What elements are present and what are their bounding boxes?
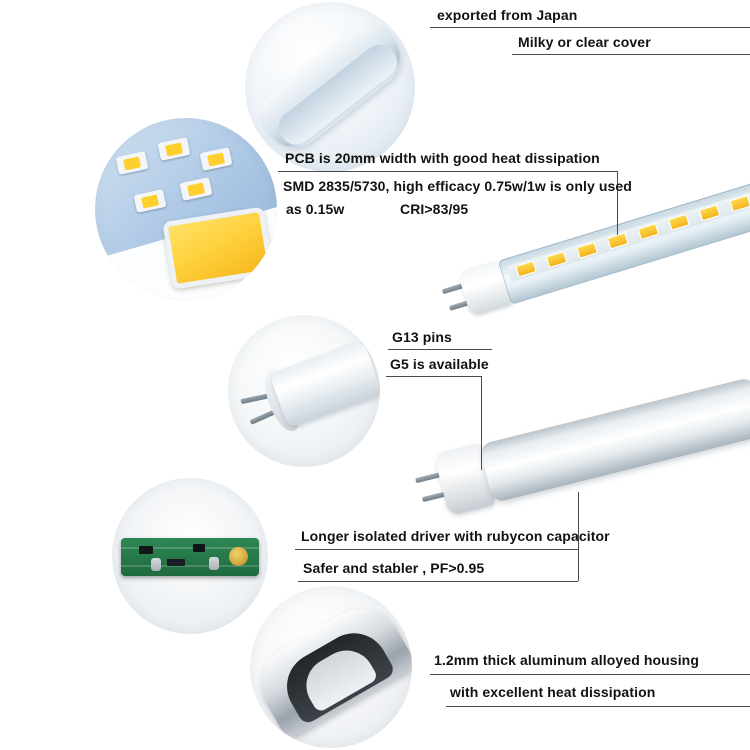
- leader-line: [481, 376, 482, 470]
- led-strip: [506, 191, 750, 282]
- g13-pin: [240, 393, 269, 405]
- label-exported-japan: exported from Japan: [437, 7, 578, 23]
- leader-line: [512, 54, 750, 55]
- led-chip: [576, 241, 599, 259]
- smd-led-chip: [157, 137, 191, 161]
- pcb-led-detail-photo: [95, 118, 277, 300]
- label-milky-clear-cover: Milky or clear cover: [518, 34, 651, 50]
- inductor-coil: [229, 547, 248, 566]
- led-die: [123, 155, 141, 171]
- label-smd-efficacy: SMD 2835/5730, high efficacy 0.75w/1w is…: [283, 178, 632, 194]
- tube-segment: [268, 339, 380, 429]
- smd-led-chip: [115, 151, 149, 175]
- leader-line: [617, 171, 618, 235]
- led-die: [187, 181, 205, 197]
- led-die: [207, 151, 225, 167]
- pcb-component: [167, 559, 185, 566]
- led-chip: [515, 260, 537, 278]
- clear-tube-body: [497, 181, 750, 305]
- leader-line: [578, 492, 579, 581]
- capacitor: [151, 558, 161, 571]
- label-driver: Longer isolated driver with rubycon capa…: [301, 528, 610, 544]
- cover-detail-photo: [245, 2, 415, 172]
- label-g5-available: G5 is available: [390, 356, 489, 372]
- smd-led-chip: [199, 147, 233, 171]
- aluminum-profile: [250, 594, 412, 743]
- housing-detail-photo: [250, 586, 412, 748]
- label-safer-pf: Safer and stabler , PF>0.95: [303, 560, 485, 576]
- led-chip: [698, 204, 721, 222]
- label-smd-wattage: as 0.15w: [286, 201, 345, 217]
- leader-line: [388, 349, 492, 350]
- tube-pin: [415, 472, 442, 484]
- led-chip: [637, 223, 660, 241]
- driver-detail-photo: [112, 478, 268, 634]
- label-heat-dissipation: with excellent heat dissipation: [450, 684, 656, 700]
- label-housing: 1.2mm thick aluminum alloyed housing: [434, 652, 699, 668]
- cover-channel: [272, 38, 404, 152]
- leader-line: [430, 27, 750, 28]
- leader-line: [430, 674, 750, 675]
- milky-tube-body: [478, 376, 750, 504]
- led-die: [165, 141, 183, 157]
- tube-cover-piece: [249, 12, 413, 160]
- pcb-trace: [121, 565, 259, 567]
- led-die: [141, 193, 159, 209]
- tube-end-assembly: [236, 337, 380, 450]
- leader-line: [386, 376, 481, 377]
- smd-led-chip: [133, 189, 167, 213]
- pcb-component: [139, 546, 153, 554]
- leader-line: [278, 171, 618, 172]
- label-pcb-width: PCB is 20mm width with good heat dissipa…: [285, 150, 600, 166]
- label-g13-pins: G13 pins: [392, 329, 452, 345]
- led-chip: [545, 251, 568, 269]
- end-cap-detail-photo: [228, 315, 380, 467]
- led-chip: [729, 194, 750, 212]
- pcb-trace: [121, 547, 259, 549]
- leader-line: [298, 581, 578, 582]
- driver-pcb: [121, 538, 259, 576]
- pcb-component: [193, 544, 205, 552]
- milky-led-tube: [403, 347, 750, 548]
- leader-line: [446, 706, 750, 707]
- smd-led-chip: [179, 177, 213, 201]
- capacitor: [209, 557, 219, 570]
- leader-line: [295, 549, 578, 550]
- led-chip: [668, 213, 690, 231]
- label-cri: CRI>83/95: [400, 201, 469, 217]
